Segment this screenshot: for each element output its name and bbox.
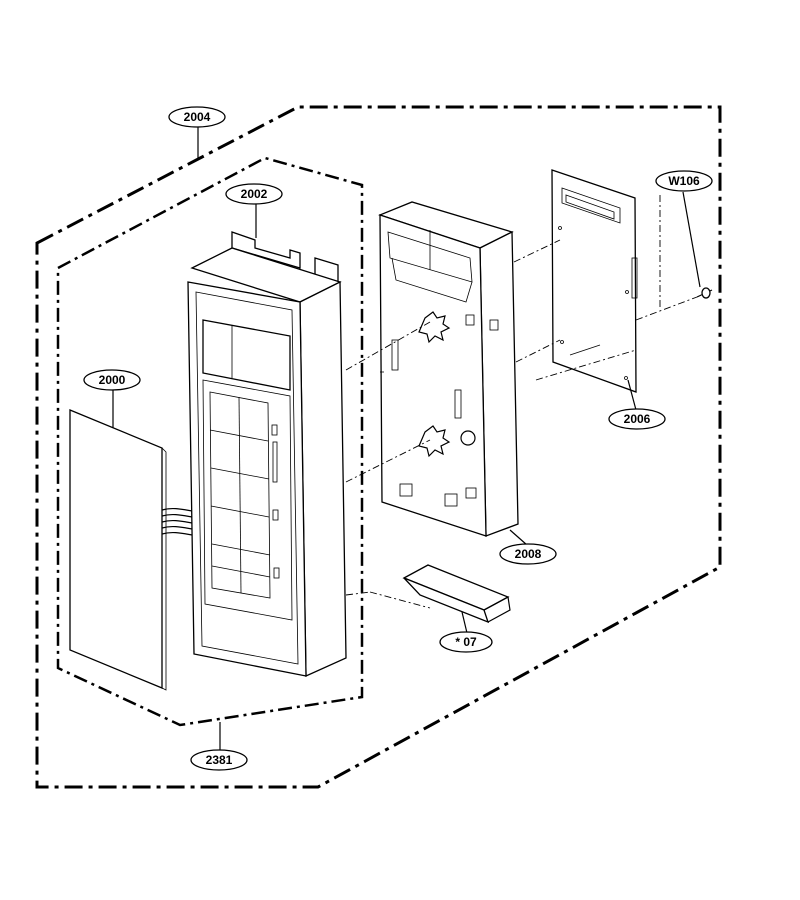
callout-label-07: * 07 [455,635,477,649]
callout-2006: 2006 [608,408,666,430]
callout-label-2006: 2006 [624,412,651,426]
callout-label-2004: 2004 [184,110,211,124]
part-2008-frame-bracket [378,201,519,537]
callout-label-w106: W106 [668,174,700,188]
callout-label-2008: 2008 [515,547,542,561]
part-2006-pcb-board [551,169,638,393]
callout-label-2000: 2000 [99,373,126,387]
alignment-lines [345,195,698,609]
part-2002-control-panel-frame [187,231,347,677]
callout-2008: 2008 [499,543,557,565]
part-w106-screw [696,287,713,299]
part-2000-membrane-keypad [69,409,216,691]
callout-leaders [112,126,701,750]
part-07-clip [402,564,511,624]
assembly-boundary-2381 [56,156,364,727]
callout-07: * 07 [439,631,493,653]
callout-2004: 2004 [168,106,226,128]
callout-label-2002: 2002 [241,187,268,201]
assembly-boundary-2004 [35,105,722,789]
callout-label-2381: 2381 [206,753,233,767]
callout-2000: 2000 [83,369,141,391]
callout-2381: 2381 [190,749,248,771]
callout-w106: W106 [655,170,713,192]
callout-2002: 2002 [225,183,283,205]
